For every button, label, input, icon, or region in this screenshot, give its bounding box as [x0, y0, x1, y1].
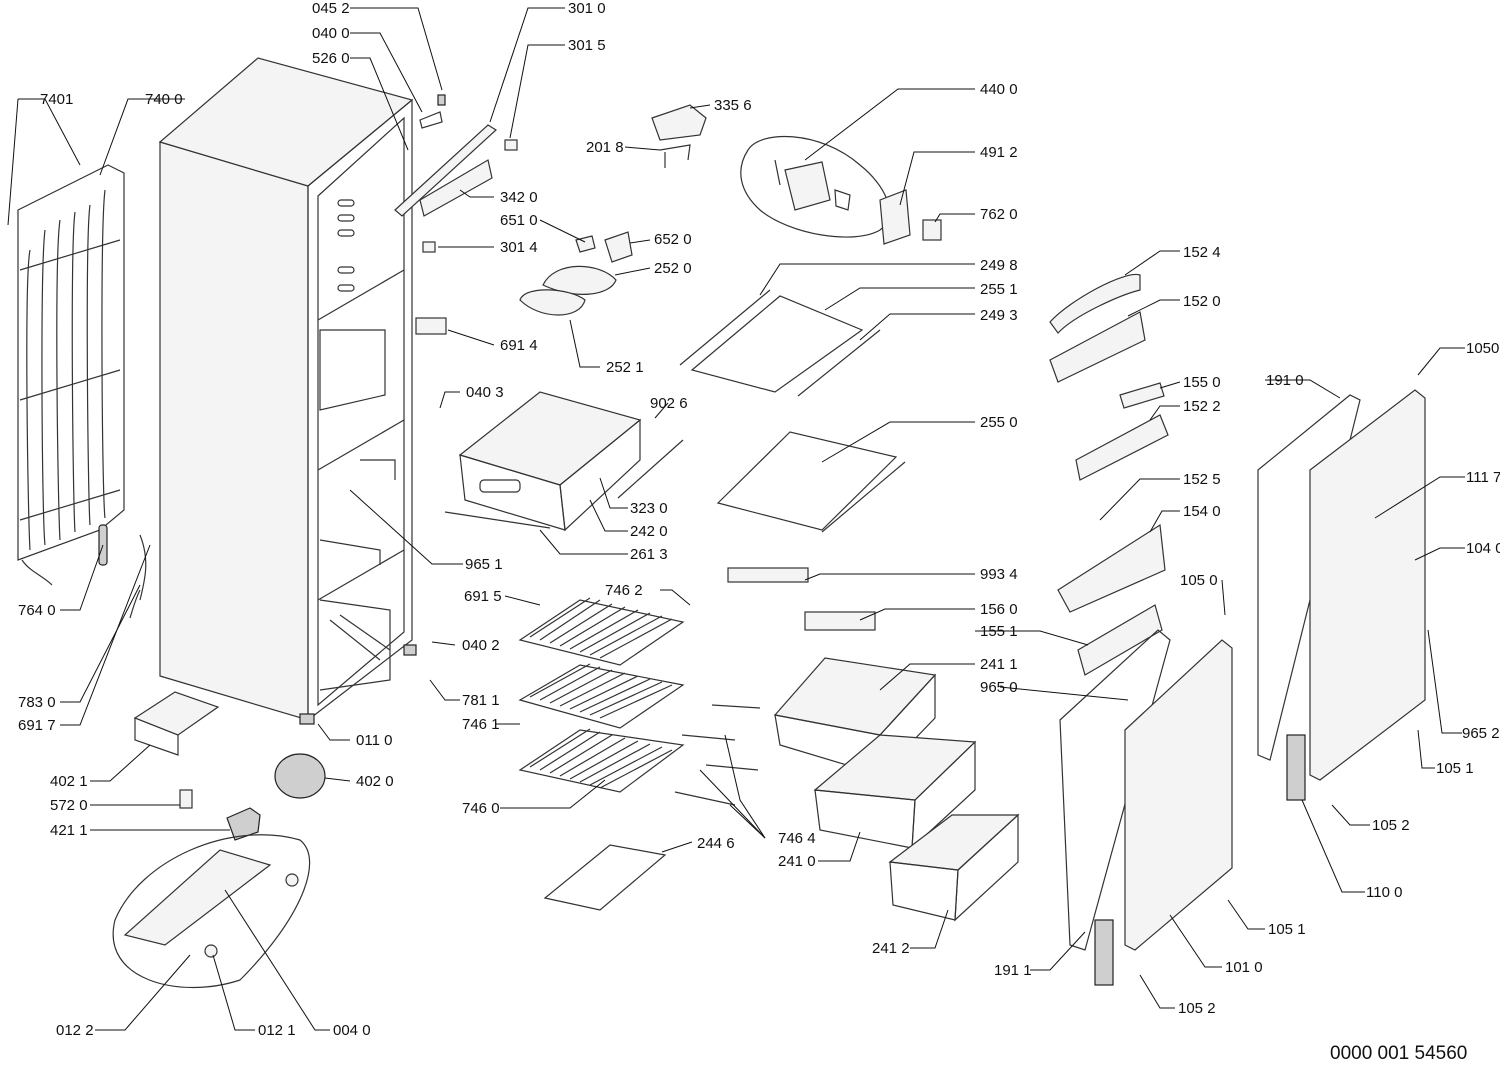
callout-402-1: 402 1 — [50, 773, 88, 790]
callout-111-7: 111 7 — [1466, 469, 1500, 486]
callout-249-3: 249 3 — [980, 307, 1018, 324]
document-number: 0000 001 54560 — [1330, 1043, 1467, 1064]
callout-045-2: 045 2 — [312, 0, 350, 17]
callout-040-0: 040 0 — [312, 25, 350, 42]
callout-201-8: 201 8 — [586, 139, 624, 156]
callout-252-1: 252 1 — [606, 359, 644, 376]
callout-152-0: 152 0 — [1183, 293, 1221, 310]
doors — [1059, 389, 1426, 986]
callout-746-2: 746 2 — [605, 582, 643, 599]
callout-781-1: 781 1 — [462, 692, 500, 709]
callout-323-0: 323 0 — [630, 500, 668, 517]
callout-740-0: 740 0 — [145, 91, 183, 108]
callout-105-2-left: 105 2 — [1178, 1000, 1216, 1017]
top-control-parts — [394, 94, 707, 335]
callout-152-4: 152 4 — [1183, 244, 1221, 261]
callout-012-1: 012 1 — [258, 1022, 296, 1039]
callout-402-0: 402 0 — [356, 773, 394, 790]
callout-110-0: 110 0 — [1366, 884, 1402, 901]
callout-011-0: 011 0 — [356, 732, 392, 749]
callout-1050: 1050 — [1466, 340, 1499, 357]
callout-746-4: 746 4 — [778, 830, 816, 847]
compressor-group — [112, 691, 326, 989]
callout-255-0: 255 0 — [980, 414, 1018, 431]
callout-252-0: 252 0 — [654, 260, 692, 277]
callout-241-0: 241 0 — [778, 853, 816, 870]
callout-691-5: 691 5 — [464, 588, 502, 605]
callout-255-1: 255 1 — [980, 281, 1018, 298]
callout-572-0: 572 0 — [50, 797, 88, 814]
callout-152-2: 152 2 — [1183, 398, 1221, 415]
callout-labels: 045 2 040 0 526 0 301 0 301 5 335 6 201 … — [18, 0, 1500, 1064]
callout-105-2-right: 105 2 — [1372, 817, 1410, 834]
wire-shelves — [518, 597, 761, 806]
callout-652-0: 652 0 — [654, 231, 692, 248]
callout-244-6: 244 6 — [697, 835, 735, 852]
callout-301-0: 301 0 — [568, 0, 606, 17]
callout-783-0: 783 0 — [18, 694, 56, 711]
callout-155-0: 155 0 — [1183, 374, 1221, 391]
callout-105-1-right: 105 1 — [1436, 760, 1474, 777]
callout-301-5: 301 5 — [568, 37, 606, 54]
callout-762-0: 762 0 — [980, 206, 1018, 223]
callout-421-1: 421 1 — [50, 822, 88, 839]
callout-491-2: 491 2 — [980, 144, 1018, 161]
callout-241-2: 241 2 — [872, 940, 910, 957]
callout-746-0: 746 0 — [462, 800, 500, 817]
refrigerator-cabinet — [158, 57, 417, 725]
callout-301-4: 301 4 — [500, 239, 538, 256]
callout-191-0: 191 0 — [1266, 372, 1304, 389]
callout-242-0: 242 0 — [630, 523, 668, 540]
callout-249-8: 249 8 — [980, 257, 1018, 274]
callout-965-1: 965 1 — [465, 556, 503, 573]
callout-440-0: 440 0 — [980, 81, 1018, 98]
callout-746-1: 746 1 — [462, 716, 500, 733]
callout-191-1: 191 1 — [994, 962, 1032, 979]
callout-965-2: 965 2 — [1462, 725, 1500, 742]
condenser — [17, 164, 147, 619]
callout-040-2: 040 2 — [462, 637, 500, 654]
callout-012-2: 012 2 — [56, 1022, 94, 1039]
callout-993-4: 993 4 — [980, 566, 1018, 583]
callout-105-0: 105 0 — [1180, 572, 1218, 589]
leader-lines — [7, 7, 1465, 1031]
crisper-drawer-top — [444, 391, 684, 532]
callout-105-1-left: 105 1 — [1268, 921, 1306, 938]
glass-shelves — [543, 289, 906, 911]
freezer-drawers — [773, 657, 1020, 922]
callout-7401: 7401 — [40, 91, 73, 108]
callout-342-0: 342 0 — [500, 189, 538, 206]
callout-152-5: 152 5 — [1183, 471, 1221, 488]
callout-004-0: 004 0 — [333, 1022, 371, 1039]
callout-261-3: 261 3 — [630, 546, 668, 563]
callout-241-1: 241 1 — [980, 656, 1018, 673]
door-bins — [727, 273, 1169, 676]
callout-651-0: 651 0 — [500, 212, 538, 229]
callout-691-7: 691 7 — [18, 717, 56, 734]
callout-040-3: 040 3 — [466, 384, 504, 401]
callout-691-4: 691 4 — [500, 337, 538, 354]
callout-155-1: 155 1 — [980, 623, 1018, 640]
callout-764-0: 764 0 — [18, 602, 56, 619]
callout-526-0: 526 0 — [312, 50, 350, 67]
callout-156-0: 156 0 — [980, 601, 1018, 618]
callout-104-0: 104 0 — [1466, 540, 1500, 557]
callout-335-6: 335 6 — [714, 97, 752, 114]
callout-154-0: 154 0 — [1183, 503, 1221, 520]
callout-965-0: 965 0 — [980, 679, 1018, 696]
callout-902-6: 902 6 — [650, 395, 688, 412]
callout-101-0: 101 0 — [1225, 959, 1263, 976]
control-module-group — [740, 135, 942, 245]
